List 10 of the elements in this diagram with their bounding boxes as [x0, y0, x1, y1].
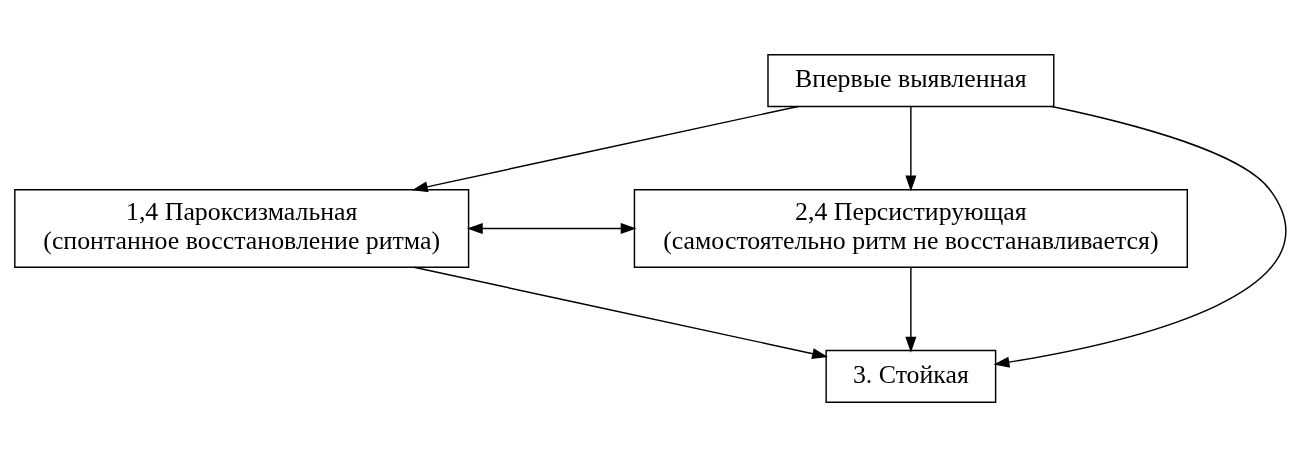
- node-box: Впервые выявленная: [767, 53, 1055, 107]
- arrow: [993, 105, 1287, 368]
- arrow: [466, 222, 637, 234]
- arrow: [413, 266, 828, 359]
- node-box: 3. Стойкая: [825, 349, 997, 403]
- arrow: [905, 105, 917, 191]
- arrow: [411, 105, 799, 192]
- node-box: 1,4 Пароксизмальная (спонтанное восстановление ритма): [14, 188, 470, 268]
- node-box: 2,4 Персистирующая (самостоятельно ритм не восстанавливается): [633, 188, 1189, 268]
- arrow: [905, 266, 917, 353]
